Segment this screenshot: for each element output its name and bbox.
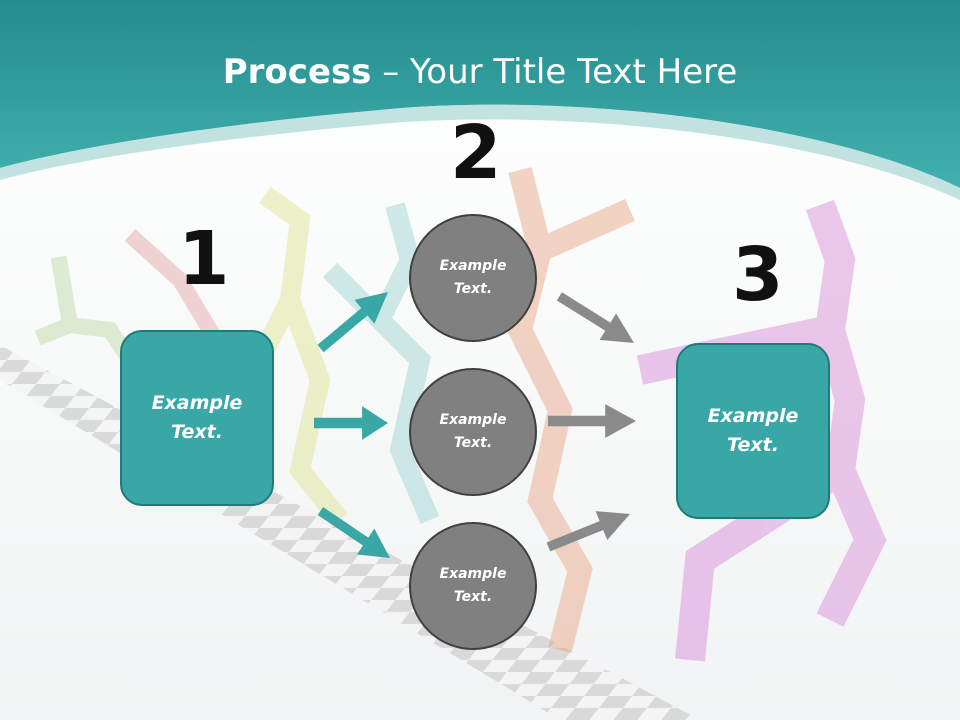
step-number-1: 1 bbox=[178, 216, 230, 302]
step-number-3: 3 bbox=[732, 232, 784, 318]
right-box[interactable]: Example Text. bbox=[676, 343, 830, 519]
title-bold: Process bbox=[222, 52, 372, 92]
left-box-label: Example Text. bbox=[151, 392, 243, 443]
circle-middle-label: Example Text. bbox=[439, 412, 507, 451]
teal-arrow-icon bbox=[317, 507, 390, 558]
circle-top-label: Example Text. bbox=[439, 258, 507, 297]
gray-arrow-icon bbox=[546, 511, 630, 552]
circle-middle[interactable]: Example Text. bbox=[409, 368, 537, 496]
teal-arrow-icon bbox=[317, 292, 388, 353]
circle-bottom-label: Example Text. bbox=[439, 566, 507, 605]
gray-arrow-icon bbox=[548, 404, 636, 438]
right-box-label: Example Text. bbox=[707, 405, 799, 456]
header-band bbox=[0, 0, 960, 188]
step-number-2: 2 bbox=[450, 110, 502, 196]
teal-arrow-icon bbox=[314, 406, 388, 440]
circle-bottom[interactable]: Example Text. bbox=[409, 522, 537, 650]
left-box[interactable]: Example Text. bbox=[120, 330, 274, 506]
title-rest: – Your Title Text Here bbox=[371, 52, 738, 92]
gray-arrow-icon bbox=[556, 292, 634, 343]
circle-top[interactable]: Example Text. bbox=[409, 214, 537, 342]
header-swoosh bbox=[0, 104, 960, 200]
slide-title: Process – Your Title Text Here bbox=[0, 52, 960, 92]
